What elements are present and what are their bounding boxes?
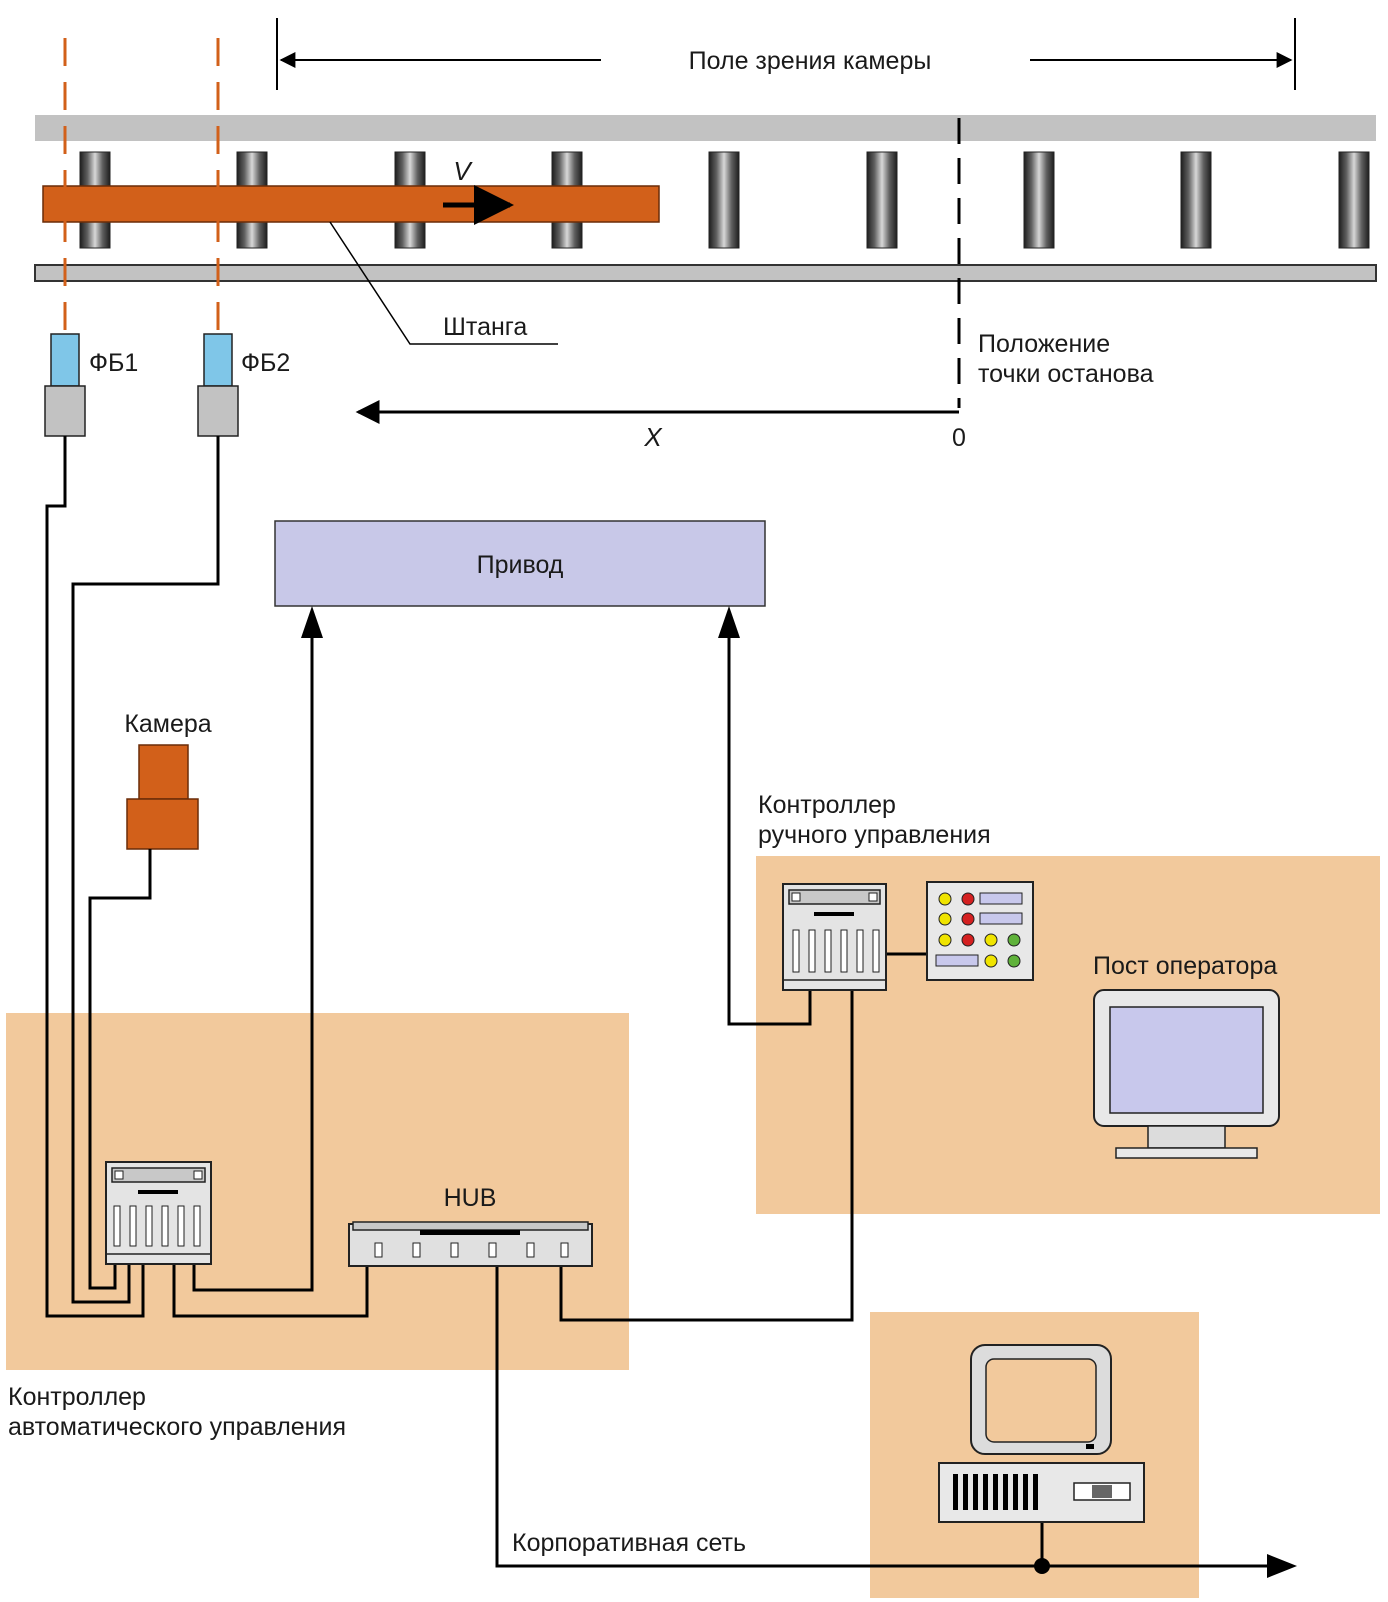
drive-label: Привод	[477, 551, 564, 579]
hub-icon	[348, 1221, 593, 1267]
drive-arrow-right	[718, 606, 740, 638]
x-axis-label: X	[643, 422, 663, 452]
field-of-view-indicator: Поле зрения камеры	[276, 18, 1296, 90]
corporate-network-label: Корпоративная сеть	[512, 1529, 746, 1557]
photo-sensor-icon	[197, 333, 239, 437]
network-arrow	[1267, 1554, 1297, 1578]
bar-label: Штанга	[443, 313, 527, 341]
bar	[42, 185, 660, 223]
stop-point-label-2: точки останова	[978, 360, 1154, 388]
wiring	[45, 436, 1285, 1568]
operator-post-label: Пост оператора	[1093, 952, 1277, 980]
photo-sensor-icon	[44, 333, 86, 437]
camera-icon	[126, 744, 199, 850]
hub-label: HUB	[444, 1184, 497, 1212]
conveyor-rail-bottom	[34, 264, 1377, 282]
auto-controller-label-1: Контроллер	[8, 1383, 146, 1411]
conveyor-rail-top	[35, 115, 1376, 141]
camera-label: Камера	[124, 710, 211, 738]
control-panel-icon	[926, 881, 1034, 981]
manual-controller-label-2: ручного управления	[758, 821, 991, 849]
manual-controller-label-1: Контроллер	[758, 791, 896, 819]
bar-leader: Штанга	[329, 221, 558, 345]
velocity-label: V	[453, 156, 473, 186]
stop-point-label-1: Положение	[978, 330, 1110, 358]
drive-box	[274, 520, 766, 607]
network-junction	[1034, 1558, 1050, 1574]
fb2-label: ФБ2	[241, 349, 290, 377]
plc-controller-icon	[782, 883, 887, 991]
monitor-icon	[1093, 989, 1280, 1159]
drive-arrow-left	[301, 606, 323, 638]
fb1-label: ФБ1	[89, 349, 138, 377]
origin-label: 0	[952, 424, 966, 452]
computer-icon	[938, 1344, 1145, 1523]
plc-controller-icon	[105, 1161, 212, 1265]
auto-controller-label-2: автоматического управления	[8, 1413, 346, 1441]
field-of-view-label: Поле зрения камеры	[689, 47, 932, 75]
